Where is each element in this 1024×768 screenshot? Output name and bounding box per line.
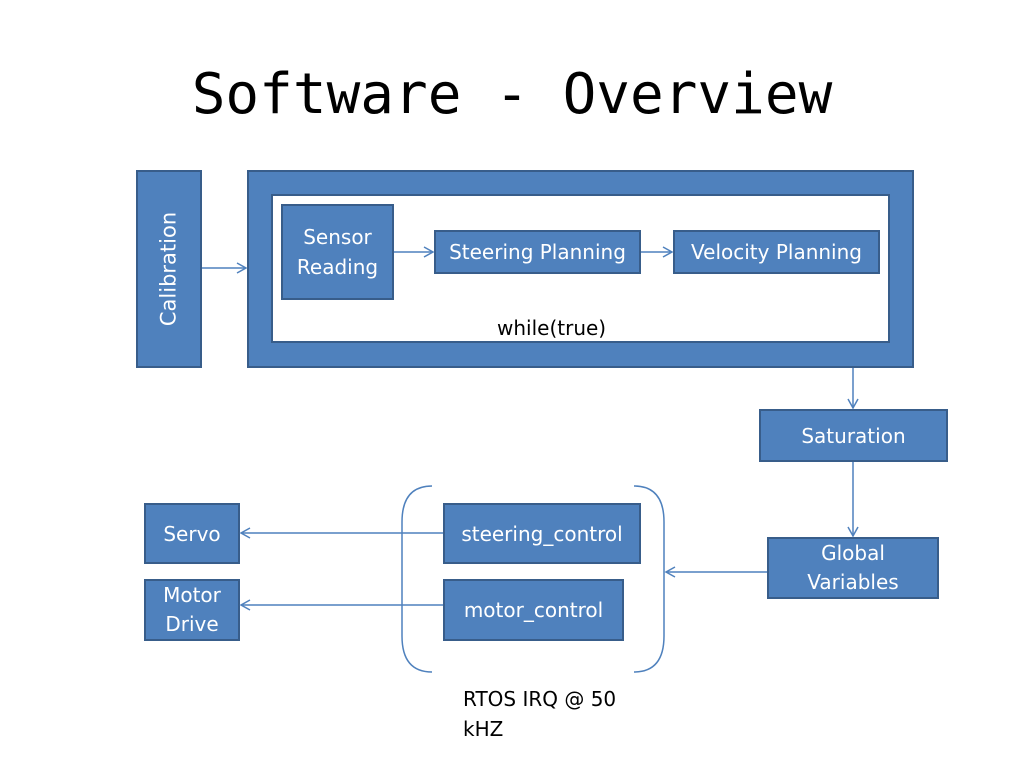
sensor-reading-block: Sensor Reading (281, 204, 394, 300)
calibration-label: Calibration (156, 211, 181, 327)
global-variables-block: Global Variables (767, 537, 939, 599)
servo-block: Servo (144, 503, 240, 564)
steering-planning-block: Steering Planning (434, 230, 641, 274)
sensor-reading-line1: Sensor (303, 225, 372, 249)
irq-left-bracket (401, 485, 433, 673)
saturation-label: Saturation (801, 423, 906, 448)
global-variables-line1: Global (821, 541, 885, 565)
motor-drive-block: Motor Drive (144, 579, 240, 641)
loop-label: while(true) (497, 316, 607, 340)
rtos-line2: kHZ (463, 717, 504, 741)
rtos-caption: RTOS IRQ @ 50 kHZ (463, 684, 616, 744)
velocity-planning-label: Velocity Planning (691, 240, 862, 264)
motor-drive-line1: Motor (163, 583, 221, 607)
motor-control-label: motor_control (463, 598, 604, 622)
steering-control-label: steering_control (461, 521, 623, 546)
rtos-line1: RTOS IRQ @ 50 (463, 687, 617, 711)
motor-drive-line2: Drive (165, 612, 219, 636)
servo-label: Servo (163, 521, 221, 546)
saturation-block: Saturation (759, 409, 948, 462)
sensor-reading-line2: Reading (296, 255, 379, 279)
velocity-planning-block: Velocity Planning (673, 230, 880, 274)
calibration-block: Calibration (136, 170, 202, 368)
global-variables-line2: Variables (807, 570, 899, 594)
page-title: Software - Overview (191, 62, 833, 127)
motor-control-block: motor_control (443, 579, 624, 641)
steering-planning-label: Steering Planning (449, 240, 626, 264)
steering-control-block: steering_control (443, 503, 641, 564)
